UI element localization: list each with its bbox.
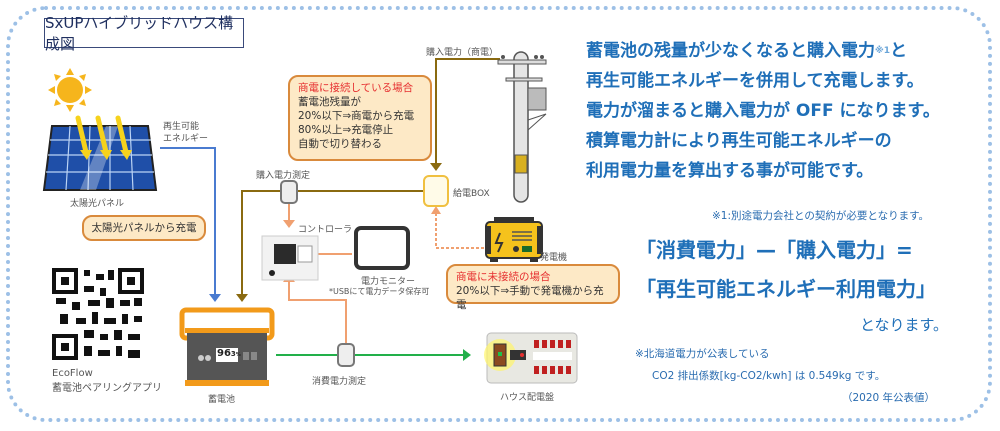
purchase-measure-meter: [280, 180, 298, 204]
co2-note-line1: ※北海道電力が公表している: [635, 348, 770, 360]
co2-note-line2: CO2 排出係数[kg-CO2/kwh] は 0.549kg です。: [652, 370, 886, 382]
solar-arrowhead: [209, 294, 221, 302]
qr-app-desc: 蓄電池ペアリングアプリ: [52, 383, 162, 394]
contract-footnote: ※1:別途電力会社との契約が必要となります。: [712, 210, 930, 222]
generator-arrowhead: [431, 206, 441, 214]
controller-label: コントローラ: [298, 225, 353, 235]
battery-icon: [179, 307, 275, 386]
controller-arrowhead: [283, 220, 295, 228]
grid-to-supplybox-line: [435, 58, 500, 165]
supply-box-icon: [423, 175, 449, 207]
explanation-line1-end: と: [890, 41, 908, 61]
qr-code-icon: [52, 268, 144, 360]
qr-app-name: EcoFlow: [52, 368, 93, 379]
grid-arrowhead: [430, 163, 442, 171]
house-arrowhead: [463, 349, 471, 361]
grid-disconnected-line: 20%以下⇒手動で発電機から充電: [456, 285, 604, 311]
battery-percent-decimal: 3: [230, 350, 236, 358]
renewable-line1: 再生可能: [163, 122, 200, 132]
utility-pole-icon: [497, 51, 547, 203]
house-panel-label: ハウス配電盤: [500, 393, 555, 403]
equation-line3: となります。: [860, 316, 949, 334]
generator-icon: [485, 217, 543, 262]
consumption-measure-meter: [337, 343, 355, 367]
solar-to-battery-line: [160, 147, 216, 296]
grid-disconnected-heading: 商電に未接続の場合: [456, 271, 551, 283]
generator-to-supplybox-line: [435, 212, 484, 249]
explanation-text: 蓄電池の残量が少なくなると購入電力※1と 再生可能エネルギーを併用して充電します…: [586, 36, 940, 186]
battery-percent-value: 96: [217, 348, 231, 359]
consumption-measure-label: 消費電力測定: [312, 377, 367, 387]
renewable-energy-label: 再生可能 エネルギー: [163, 121, 208, 145]
footnote-marker: ※1: [875, 46, 891, 56]
solar-panel-label: 太陽光パネル: [70, 199, 125, 209]
qr-caption: EcoFlow 蓄電池ペアリングアプリ: [52, 366, 162, 396]
battery-label: 蓄電池: [208, 395, 236, 405]
battery-display: 963%: [217, 348, 241, 359]
dotted-frame: [6, 6, 992, 422]
solar-charge-box: 太陽光パネルから充電: [82, 215, 206, 241]
power-monitor-icon: [354, 226, 410, 270]
explanation-line2: 再生可能エネルギーを併用して充電します。: [586, 71, 924, 91]
grid-connected-line: 蓄電池残量が: [298, 96, 361, 108]
equation-line2: 「再生可能エネルギー利用電力」: [636, 277, 936, 301]
co2-note-line3: （2020 年公表値）: [842, 392, 936, 404]
generator-label: 発電機: [540, 253, 568, 263]
battery-percent-unit: %: [235, 352, 241, 358]
grid-connected-heading: 商電に接続している場合: [298, 82, 414, 94]
diagram-title: SxUPハイブリッドハウス構成図: [44, 14, 244, 53]
explanation-line4: 積算電力計により再生可能エネルギーの: [586, 131, 892, 151]
consumption-to-controller-line: [288, 280, 347, 345]
grid-connected-note: 商電に接続している場合 蓄電池残量が 20%以下⇒商電から充電 80%以上⇒充電…: [288, 75, 432, 161]
explanation-line1: 蓄電池の残量が少なくなると購入電力※1と: [586, 36, 940, 66]
purchase-measure-label: 購入電力測定: [256, 171, 311, 181]
supply-arrowhead: [236, 294, 248, 302]
grid-purchase-label: 購入電力（商電）: [426, 48, 499, 58]
grid-connected-line: 80%以上⇒充電停止: [298, 124, 394, 136]
grid-connected-line: 20%以下⇒商電から充電: [298, 110, 415, 122]
explanation-line5: 利用電力量を算出する事が可能です。: [586, 161, 874, 181]
explanation-line1-main: 蓄電池の残量が少なくなると購入電力: [586, 41, 875, 61]
grid-disconnected-note: 商電に未接続の場合 20%以下⇒手動で発電機から充電: [446, 264, 620, 311]
supply-to-battery-line: [241, 190, 424, 296]
grid-connected-line: 自動で切り替わる: [298, 138, 382, 150]
supply-box-label: 給電BOX: [453, 189, 490, 199]
usb-note: *USBにて電力データ保存可: [329, 287, 430, 296]
sun-icon: [48, 68, 92, 112]
renewable-line2: エネルギー: [163, 134, 209, 144]
house-panel-icon: [484, 332, 578, 384]
power-monitor-label: 電力モニター: [361, 277, 416, 287]
equation-line1: 「消費電力」—「購入電力」=: [636, 238, 913, 262]
solar-panel-icon: [42, 115, 158, 191]
explanation-line3: 電力が溜まると購入電力が OFF になります。: [586, 101, 940, 121]
controller-icon: [261, 235, 319, 281]
